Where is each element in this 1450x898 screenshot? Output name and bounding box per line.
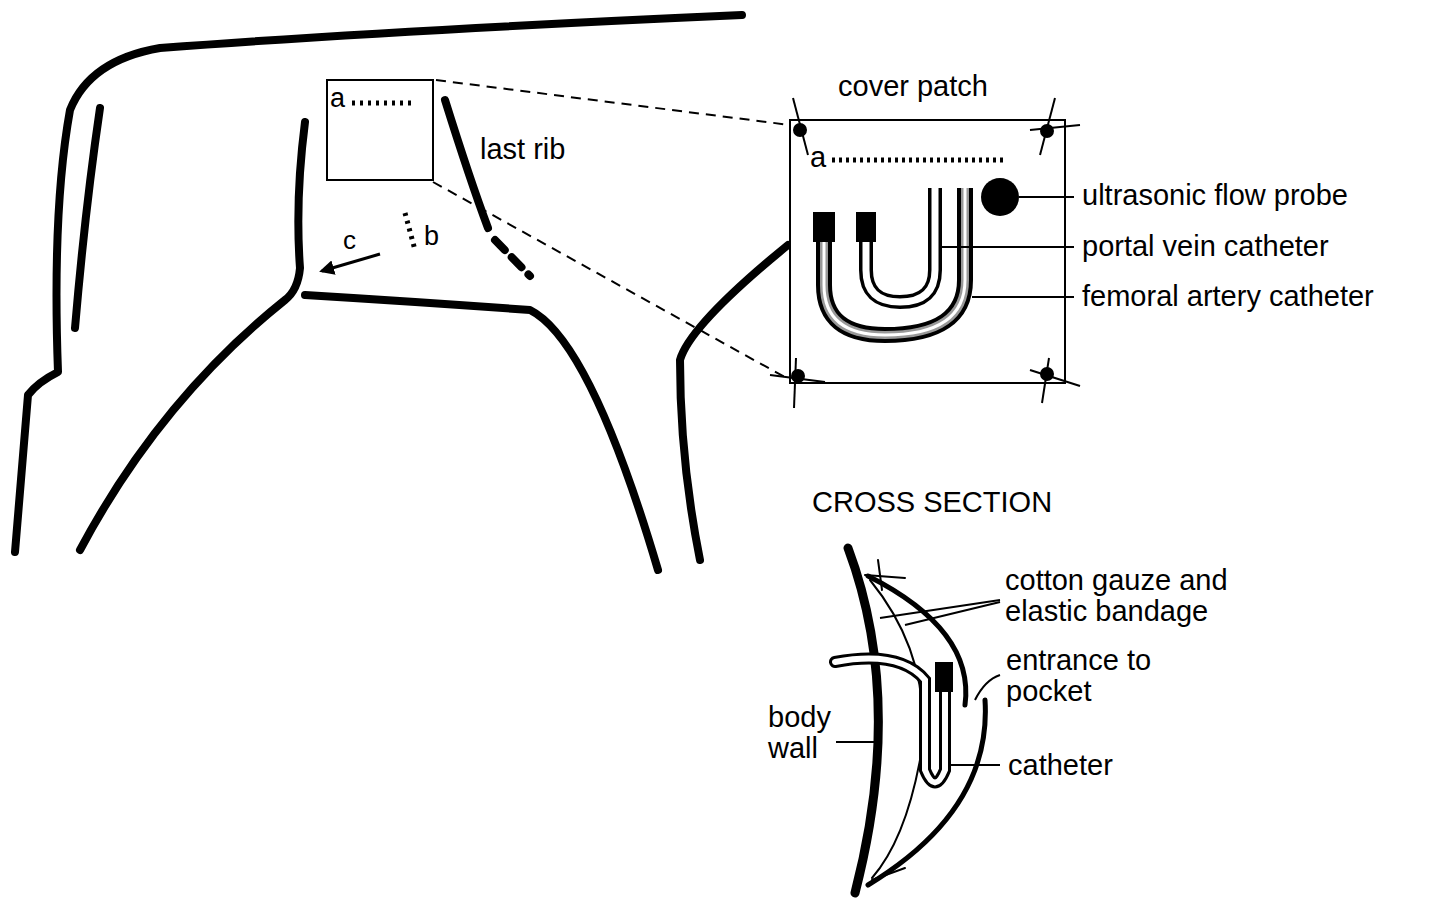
- label-text: CROSS SECTION: [812, 487, 1052, 518]
- label-text: catheter: [1008, 750, 1113, 781]
- sutures: [770, 98, 1080, 408]
- label-text: last rib: [480, 134, 565, 165]
- animal-outline: [15, 15, 788, 570]
- label-text: cotton gauze and elastic bandage: [1005, 565, 1267, 628]
- cross-section: [835, 548, 985, 893]
- label-text: ultrasonic flow probe: [1082, 180, 1348, 211]
- incision-a-detail: [832, 158, 1005, 163]
- incision-a: [352, 101, 412, 106]
- cover-patch: [790, 120, 1065, 383]
- catheters: [813, 188, 965, 335]
- label-text: portal vein catheter: [1082, 231, 1329, 262]
- patch-site: [327, 80, 433, 180]
- label-text: c: [343, 226, 356, 254]
- flow-probe: [981, 178, 1019, 216]
- label-text: b: [424, 222, 439, 251]
- projection-lines: [433, 80, 790, 380]
- label-text: cover patch: [838, 71, 988, 102]
- incision-b: [405, 213, 415, 250]
- label-text: a: [810, 142, 826, 173]
- arrow-c: [322, 254, 380, 271]
- label-text: femoral artery catheter: [1082, 281, 1374, 312]
- label-text: a: [330, 84, 345, 113]
- label-text: entrance to pocket: [1006, 645, 1186, 708]
- label-text: body wall: [768, 702, 848, 765]
